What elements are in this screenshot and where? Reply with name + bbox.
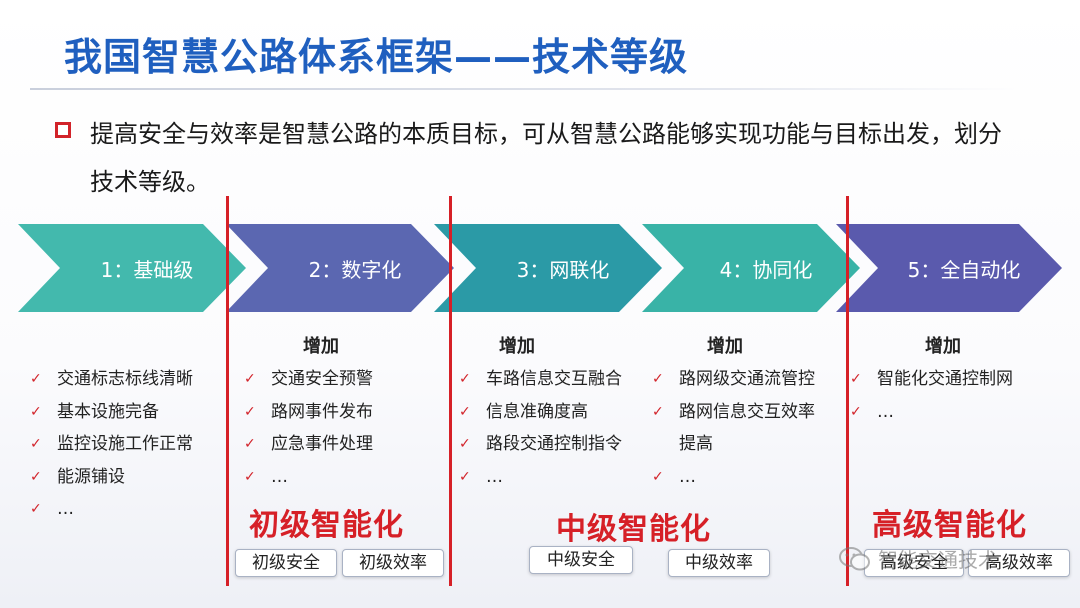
list-item: …	[244, 461, 373, 494]
title-divider	[30, 88, 1020, 90]
list-item: 信息准确度高	[459, 396, 622, 429]
stage-5-chevron: 5：全自动化	[836, 224, 1062, 312]
list-item: 能源铺设	[30, 461, 193, 494]
list-item: 车路信息交互融合	[459, 363, 622, 396]
stage-5-add-label: 增加	[925, 336, 961, 357]
tag-intermediate-efficiency: 中级效率	[668, 549, 770, 577]
stage-2-chevron: 2：数字化	[226, 224, 454, 312]
list-item: 监控设施工作正常	[30, 428, 193, 461]
list-item: 交通标志标线清晰	[30, 363, 193, 396]
page-title: 我国智慧公路体系框架——技术等级	[64, 35, 689, 79]
level-divider-line	[449, 196, 452, 586]
list-item: 智能化交通控制网	[850, 363, 1013, 396]
stage-2-item-list: 交通安全预警 路网事件发布 应急事件处理 …	[244, 363, 373, 493]
level-label-primary: 初级智能化	[249, 508, 404, 543]
intro-text: 提高安全与效率是智慧公路的本质目标，可从智慧公路能够实现功能与目标出发，划分技术…	[90, 120, 1002, 196]
watermark-text: 智能交通技术	[878, 548, 998, 572]
list-item: …	[459, 461, 622, 494]
stage-1-item-list: 交通标志标线清晰 基本设施完备 监控设施工作正常 能源铺设 …	[30, 363, 193, 526]
list-item: …	[652, 461, 815, 494]
level-label-advanced: 高级智能化	[872, 508, 1027, 543]
square-bullet-icon	[55, 122, 71, 138]
list-item: 交通安全预警	[244, 363, 373, 396]
stage-4-label: 4：协同化	[719, 257, 813, 282]
list-item: …	[850, 396, 1013, 429]
tag-advanced-safety: 高级安全	[864, 549, 964, 577]
stage-4-add-label: 增加	[707, 336, 743, 357]
level-label-intermediate: 中级智能化	[556, 512, 711, 547]
list-item: 路段交通控制指令	[459, 428, 622, 461]
stage-5-item-list: 智能化交通控制网 …	[850, 363, 1013, 428]
tag-intermediate-safety: 中级安全	[529, 546, 633, 574]
stage-1-label: 1：基础级	[100, 257, 194, 282]
stage-3-add-label: 增加	[499, 336, 535, 357]
watermark: 智能交通技术	[838, 544, 998, 573]
tag-advanced-efficiency: 高级效率	[968, 549, 1070, 577]
stage-4-chevron: 4：协同化	[642, 224, 860, 312]
wechat-icon	[839, 546, 870, 570]
list-item: 应急事件处理	[244, 428, 373, 461]
level-divider-line	[846, 196, 849, 586]
list-item-continuation: 提高	[679, 434, 713, 454]
list-item: 路网级交通流管控	[652, 363, 815, 396]
list-item: 路网事件发布	[244, 396, 373, 429]
list-item: …	[30, 493, 193, 526]
stage-3-label: 3：网联化	[516, 257, 610, 282]
stage-2-add-label: 增加	[303, 336, 339, 357]
stage-2-label: 2：数字化	[308, 257, 402, 282]
tag-primary-efficiency: 初级效率	[342, 549, 444, 577]
stage-4-item-list: 路网级交通流管控 路网信息交互效率 提高 …	[652, 363, 815, 493]
tag-primary-safety: 初级安全	[235, 549, 337, 577]
stage-3-item-list: 车路信息交互融合 信息准确度高 路段交通控制指令 …	[459, 363, 622, 493]
stage-1-chevron: 1：基础级	[18, 224, 246, 312]
stage-5-label: 5：全自动化	[907, 257, 1021, 282]
stage-3-chevron: 3：网联化	[434, 224, 662, 312]
list-item: 路网信息交互效率	[652, 396, 815, 429]
list-item: 基本设施完备	[30, 396, 193, 429]
level-divider-line	[226, 196, 229, 586]
